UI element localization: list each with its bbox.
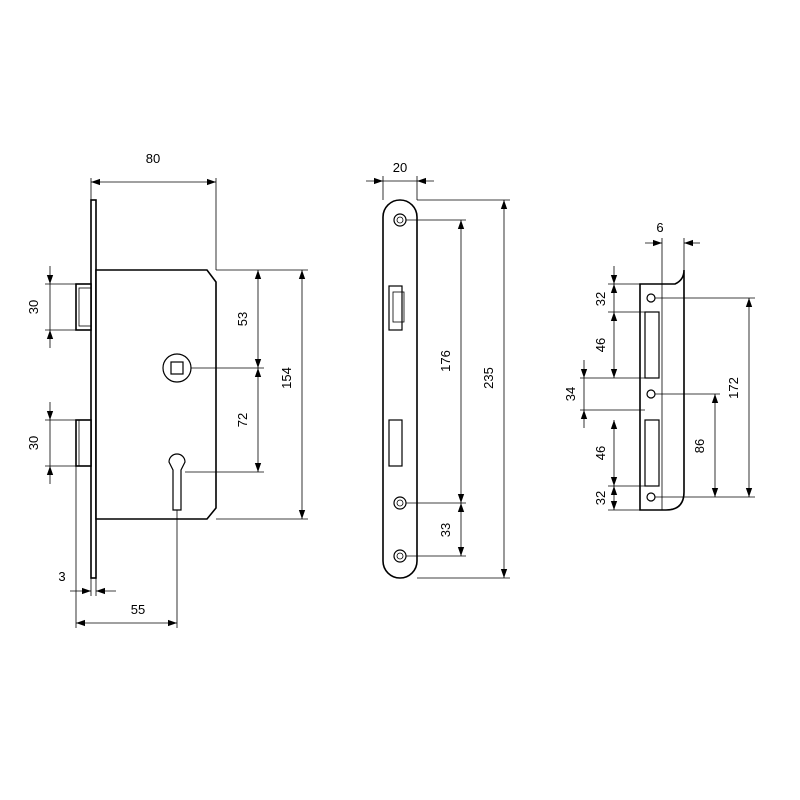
faceplate-latch-opening — [388, 285, 403, 331]
dim-spindle-to-cylinder: 72 — [235, 413, 250, 427]
strike-plate-dimensions: 6 32 46 34 46 32 86 172 — [563, 220, 755, 511]
dim-strike-mid-to-bottom: 86 — [692, 439, 707, 453]
dim-strike-top-screw: 32 — [593, 292, 608, 306]
latch-bolt — [75, 283, 92, 331]
dim-backset: 55 — [131, 602, 145, 617]
dim-bottom-screw: 33 — [438, 523, 453, 537]
cylinder-hole — [168, 453, 186, 511]
dim-strike-bottom-screw: 32 — [593, 491, 608, 505]
lock-body-dimensions: 80 30 30 3 55 53 72 15 — [26, 151, 308, 628]
faceplate-front — [382, 199, 418, 579]
dim-screw-span: 176 — [438, 350, 453, 372]
dim-spindle-offset: 53 — [235, 312, 250, 326]
strike-plate-view — [639, 269, 685, 511]
dim-faceplate-thickness: 3 — [58, 569, 65, 584]
dim-case-height: 154 — [279, 367, 294, 389]
lock-body-view — [75, 199, 217, 579]
faceplate-view — [382, 199, 418, 579]
lock-case — [95, 269, 217, 520]
faceplate-dimensions: 20 176 33 235 — [366, 160, 510, 579]
dim-strike-mid-gap: 34 — [563, 387, 578, 401]
strike-bolt-opening — [644, 419, 660, 487]
dim-strike-latch-opening: 46 — [593, 338, 608, 352]
dim-lock-width: 80 — [146, 151, 160, 166]
dim-latch-height: 30 — [26, 300, 41, 314]
faceplate-bolt-opening — [388, 419, 403, 467]
dim-bolt-height: 30 — [26, 436, 41, 450]
dim-strike-total: 172 — [726, 377, 741, 399]
dim-strike-bolt-opening: 46 — [593, 446, 608, 460]
dim-faceplate-height: 235 — [481, 367, 496, 389]
dead-bolt — [75, 419, 92, 467]
dim-faceplate-width: 20 — [393, 160, 407, 175]
strike-latch-opening — [644, 311, 660, 379]
dim-strike-depth: 6 — [656, 220, 663, 235]
